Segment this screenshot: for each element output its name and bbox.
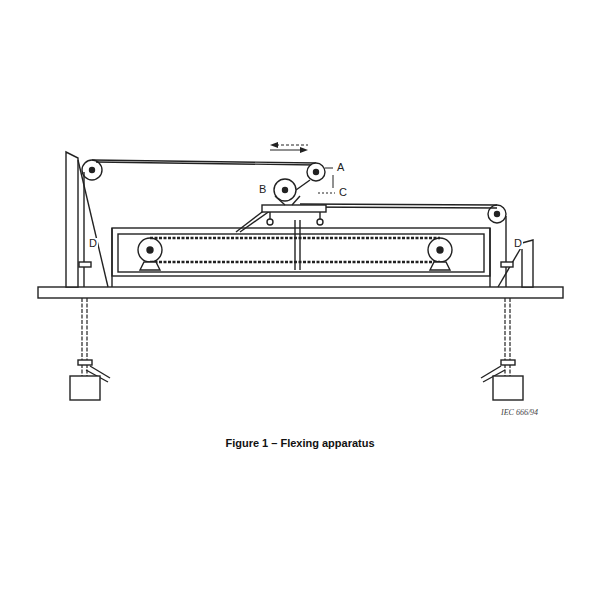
part-letter: B: [258, 184, 267, 195]
part-letter: D: [88, 238, 98, 249]
part-letter: D: [513, 238, 523, 249]
figure-reference: IEC 666/94: [500, 409, 539, 417]
part-letter: C: [338, 187, 348, 198]
part-letter: A: [336, 162, 345, 173]
figure-caption: Figure 1 – Flexing apparatus: [0, 437, 600, 449]
